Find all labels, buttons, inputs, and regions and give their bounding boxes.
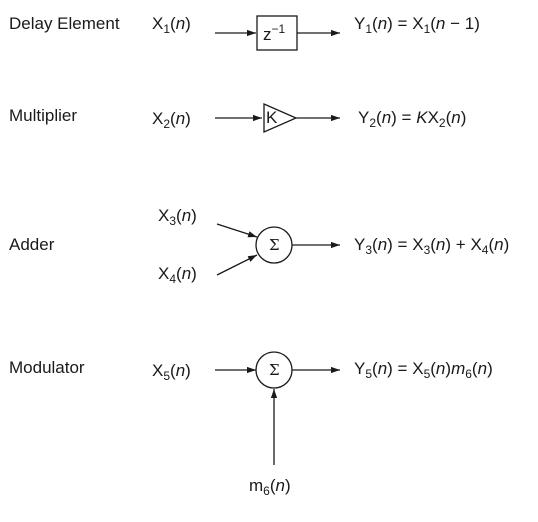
adder-input-a-signal: X3(n) — [158, 206, 197, 228]
modulator-carrier-signal: m6(n) — [249, 476, 291, 498]
modulator-output-equation: Y5(n) = X5(n)m6(n) — [354, 359, 493, 381]
gain-triangle — [263, 103, 298, 133]
multiplier-output-equation: Y2(n) = KX2(n) — [358, 108, 467, 130]
modulator-sigma-symbol: Σ — [269, 361, 280, 379]
label-adder: Adder — [9, 235, 55, 254]
adder-in-a-arrow — [216, 223, 258, 238]
label-multiplier: Multiplier — [9, 106, 78, 125]
multiplier-input-signal: X2(n) — [152, 109, 191, 131]
label-modulator: Modulator — [9, 358, 85, 377]
adder-output-equation: Y3(n) = X3(n) + X4(n) — [354, 235, 510, 257]
adder-in-b-arrow — [216, 254, 258, 276]
delay-input-signal: X1(n) — [152, 14, 191, 36]
delay-output-equation: Y1(n) = X1(n − 1) — [354, 14, 480, 36]
adder-input-b-signal: X4(n) — [158, 264, 197, 286]
modulator-input-signal: X5(n) — [152, 361, 191, 383]
label-delay-element: Delay Element — [9, 14, 120, 33]
delay-operator: z−1 — [263, 22, 286, 44]
adder-sigma-symbol: Σ — [269, 236, 280, 254]
gain-label: K — [266, 108, 278, 127]
